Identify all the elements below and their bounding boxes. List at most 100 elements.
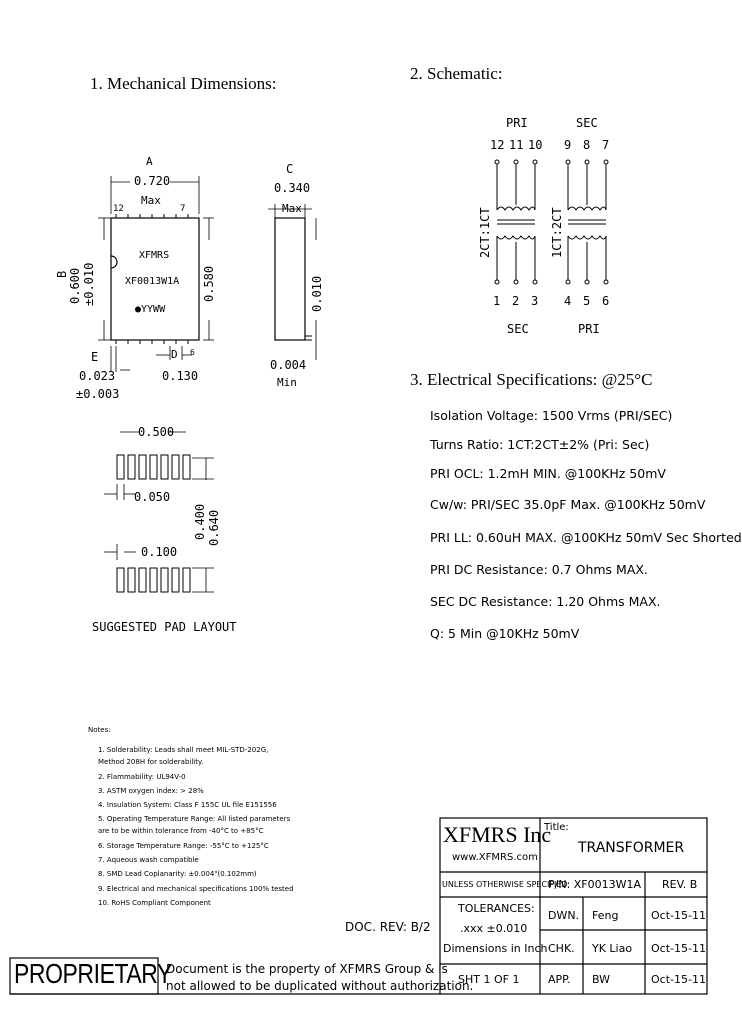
proprietary-line1: Document is the property of XFMRS Group … <box>166 962 448 976</box>
doc-rev: DOC. REV: B/2 <box>345 920 431 934</box>
note-line: 8. SMD Lead Coplanarity: ±0.004"(0.102mm… <box>98 870 257 878</box>
company-website[interactable]: www.XFMRS.com <box>452 852 538 863</box>
company-name: XFMRS Inc <box>443 822 552 847</box>
drawing-lines <box>9 159 708 995</box>
tolerance-value: .xxx ±0.010 <box>460 922 528 935</box>
pad-dim-640: 0.640 <box>207 509 221 546</box>
note-line: 3. ASTM oxygen index: > 28% <box>98 787 204 795</box>
pin-10: 10 <box>528 138 543 152</box>
dimensions-unit: Dimensions in Inch <box>443 942 548 955</box>
dim-004-min: Min <box>277 376 297 389</box>
suggested-pad-layout-title: SUGGESTED PAD LAYOUT <box>92 620 237 634</box>
proprietary-line2: not allowed to be duplicated without aut… <box>166 979 474 993</box>
dim-580: 0.580 <box>202 265 216 302</box>
note-line: 1. Solderability: Leads shall meet MIL-S… <box>98 746 269 754</box>
dwn-label: DWN. <box>548 909 580 922</box>
note-line: 4. Insulation System: Class F 155C UL fi… <box>98 801 277 809</box>
title-block-lines <box>439 817 708 995</box>
pin-label-right: 7 <box>180 204 186 214</box>
electrical-specifications-heading: 3. Electrical Specifications: @25°C <box>410 370 653 389</box>
chk-name: YK Liao <box>592 942 633 955</box>
spec-pri-ll: PRI LL: 0.60uH MAX. @100KHz 50mV Sec Sho… <box>430 530 742 545</box>
dim-d-value: 0.130 <box>162 369 199 383</box>
schematic-pri-bottom: PRI <box>578 322 600 336</box>
title-label: Title: <box>544 822 569 833</box>
pad-dim-500: 0.500 <box>138 425 175 439</box>
dim-e-label: E <box>91 350 99 364</box>
marking-line3: ●YYWW <box>135 304 166 315</box>
sheet-number: SHT 1 OF 1 <box>458 973 520 986</box>
dim-e-tolerance: ±0.003 <box>76 387 120 401</box>
pin-label-6: 6 <box>190 348 195 357</box>
tolerances-label: TOLERANCES: <box>458 902 535 915</box>
note-line: Method 208H for solderability. <box>98 758 204 766</box>
part-number: P/N: XF0013W1A <box>548 878 642 891</box>
pin-2: 2 <box>512 294 520 308</box>
dim-d-label: D <box>171 348 178 361</box>
note-line: 2. Flammability: UL94V-0 <box>98 773 186 781</box>
note-line: 6. Storage Temperature Range: -55°C to +… <box>98 842 269 850</box>
chk-label: CHK. <box>548 942 575 955</box>
note-line: 10. RoHS Compliant Component <box>98 899 211 907</box>
pin-11: 11 <box>509 138 524 152</box>
spec-pri-ocl: PRI OCL: 1.2mH MIN. @100KHz 50mV <box>430 466 666 481</box>
pin-8: 8 <box>583 138 591 152</box>
schematic-sec-bottom: SEC <box>507 322 529 336</box>
chk-date: Oct-15-11 <box>651 942 706 955</box>
pin-7: 7 <box>602 138 610 152</box>
spec-pri-dcr: PRI DC Resistance: 0.7 Ohms MAX. <box>430 562 648 577</box>
component-side-view <box>274 217 306 341</box>
mechanical-dimensions-heading: 1. Mechanical Dimensions: <box>90 74 277 93</box>
app-label: APP. <box>548 973 571 986</box>
dim-c-label: C <box>286 162 294 176</box>
spec-turns-ratio: Turns Ratio: 1CT:2CT±2% (Pri: Sec) <box>430 437 650 452</box>
pin-4: 4 <box>564 294 572 308</box>
unless-otherwise-specified: UNLESS OTHERWISE SPECIFIED <box>442 880 568 889</box>
note-line: 5. Operating Temperature Range: All list… <box>98 815 291 823</box>
schematic-pri-top: PRI <box>506 116 528 130</box>
pad-dim-050: 0.050 <box>134 490 171 504</box>
spec-cww: Cw/w: PRI/SEC 35.0pF Max. @100KHz 50mV <box>430 497 706 512</box>
note-line: 9. Electrical and mechanical specificati… <box>98 885 294 893</box>
dim-010: 0.010 <box>310 275 324 312</box>
dim-b-value: 0.600 <box>68 267 82 304</box>
note-line: are to be within tolerance from -40°C to… <box>98 827 264 835</box>
dim-b-tolerance: ±0.010 <box>82 262 96 306</box>
pin-9: 9 <box>564 138 572 152</box>
ratio-right: 1CT:2CT <box>550 207 564 258</box>
marking-line1: XFMRS <box>139 250 170 261</box>
ratio-left: 2CT:1CT <box>478 207 492 258</box>
dim-c-max: Max <box>282 202 302 215</box>
schematic-sec-top: SEC <box>576 116 598 130</box>
app-name: BW <box>592 973 611 986</box>
dwn-date: Oct-15-11 <box>651 909 706 922</box>
marking-line2: XF0013W1A <box>125 276 180 287</box>
app-date: Oct-15-11 <box>651 973 706 986</box>
pad-dim-100: 0.100 <box>141 545 178 559</box>
pin-12: 12 <box>490 138 505 152</box>
pin-label-left: 12 <box>113 204 124 214</box>
spec-isolation-voltage: Isolation Voltage: 1500 Vrms (PRI/SEC) <box>430 408 673 423</box>
title-value: TRANSFORMER <box>578 840 685 856</box>
dim-b-label: B <box>55 270 69 278</box>
schematic-heading: 2. Schematic: <box>410 64 503 83</box>
dim-004: 0.004 <box>270 358 307 372</box>
pin-5: 5 <box>583 294 591 308</box>
pin-3: 3 <box>531 294 539 308</box>
dim-a-label: A <box>146 155 153 168</box>
spec-q: Q: 5 Min @10KHz 50mV <box>430 626 580 641</box>
dim-c-value: 0.340 <box>274 181 311 195</box>
proprietary-label: PROPRIETARY <box>14 958 172 989</box>
revision: REV. B <box>662 878 698 891</box>
component-top-view <box>110 217 200 341</box>
dwn-name: Feng <box>592 909 619 922</box>
note-line: 7. Aqueous wash compatible <box>98 856 199 864</box>
spec-sec-dcr: SEC DC Resistance: 1.20 Ohms MAX. <box>430 594 661 609</box>
schematic-lines <box>494 159 609 285</box>
dim-a-value: 0.720 <box>134 174 171 188</box>
pad-layout-pads <box>116 454 191 593</box>
dim-a-max: Max <box>141 194 161 207</box>
pin-6: 6 <box>602 294 610 308</box>
pin-1: 1 <box>493 294 501 308</box>
pad-dim-400: 0.400 <box>193 503 207 540</box>
